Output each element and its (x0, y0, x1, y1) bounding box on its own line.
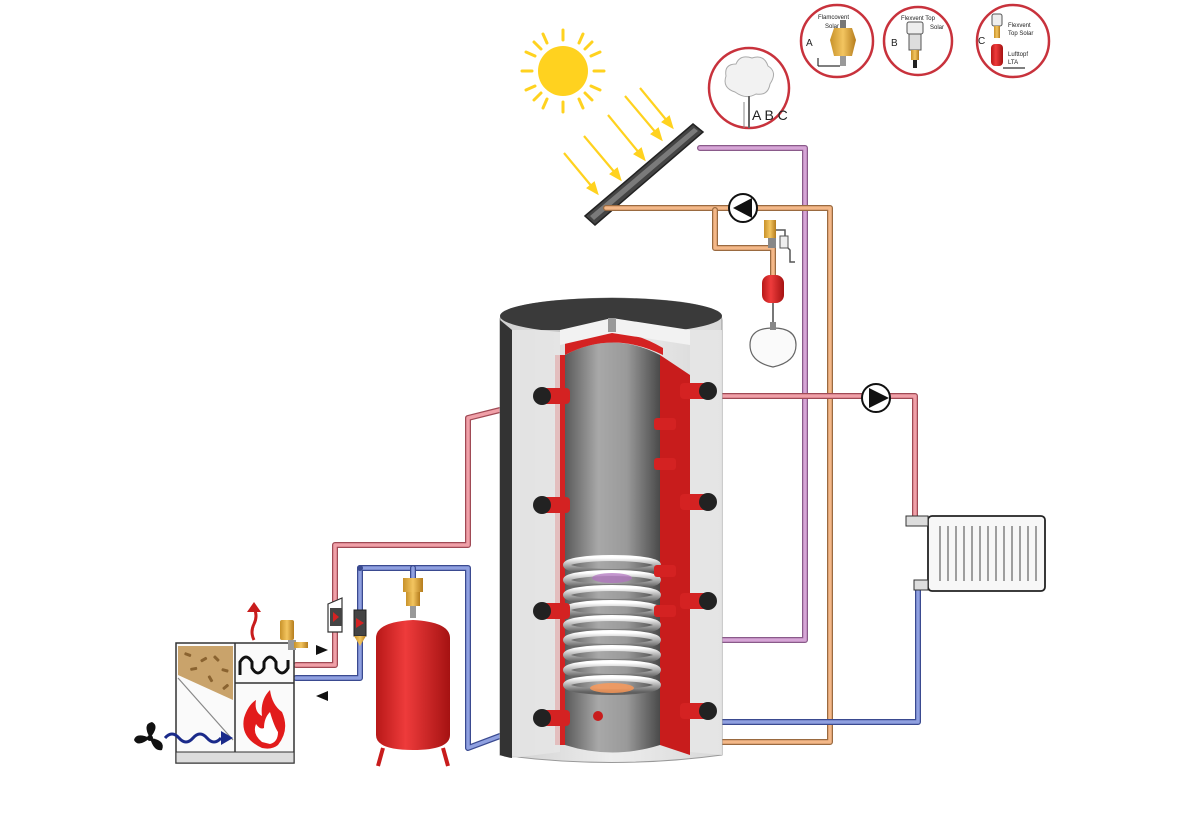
boiler-safety-valve (280, 620, 308, 650)
pellet-boiler (175, 602, 295, 764)
heating-flow-pipe (702, 393, 918, 523)
vent-c-letter: C (978, 36, 985, 47)
solar-pump (728, 193, 758, 223)
air-intake-arrow (163, 731, 233, 745)
vent-b-name-line1: Flexvent Top (901, 16, 936, 22)
vent-c-name-line2: Top Solar (1008, 31, 1033, 37)
lufttopf-lta-icon (991, 13, 1025, 69)
vent-c-name-line1: Flexvent (1008, 23, 1031, 29)
radiator-return-pipe (702, 582, 921, 725)
steam-icon (724, 56, 774, 128)
flexvent-top-solar-icon (906, 21, 924, 68)
solar-safety-valve (764, 220, 795, 263)
sun-icon (520, 28, 606, 114)
air-vent-detail-bubble: A B C (707, 46, 791, 130)
fan-icon (134, 722, 163, 751)
radiator (905, 515, 1046, 592)
flamcovent-solar-icon (817, 20, 856, 67)
storage-tank (499, 297, 723, 763)
flow-arrow-icon (316, 645, 328, 655)
vent-a-name-line2: Solar (825, 24, 839, 30)
tank-connections-left (533, 387, 570, 727)
heating-pump (861, 383, 891, 413)
return-arrow-icon (316, 691, 328, 701)
vent-b-detail: B Flexvent Top Solar (882, 5, 954, 77)
solar-expansion-vessel (749, 275, 797, 368)
boiler-coil-icon (238, 655, 290, 675)
vent-c-detail: C Flexvent Top Solar Lufttopf LTA (975, 3, 1051, 79)
boiler-check-valve-return (353, 609, 367, 646)
vent-c-name-line3: Lufttopf (1008, 52, 1028, 58)
tank-connections-right (654, 382, 717, 720)
pellet-store (177, 646, 234, 741)
vent-b-name-line2: Solar (930, 25, 944, 31)
sun-rays (563, 87, 674, 196)
boiler-expansion-vessel (376, 578, 450, 767)
flame-icon (243, 690, 286, 749)
vent-a-name-line1: Flamcovent (818, 15, 849, 21)
boiler-flow-pipe (293, 395, 551, 668)
vent-a-detail: A Flamcovent Solar (799, 3, 875, 79)
boiler-check-valve-flow (327, 597, 343, 633)
solar-collector (583, 123, 705, 226)
vent-b-letter: B (891, 38, 898, 49)
exhaust-arrow-icon (247, 602, 261, 641)
vent-a-letter: A (806, 38, 813, 49)
abc-label: A B C (752, 107, 788, 123)
vent-c-name-line4: LTA (1008, 60, 1018, 66)
